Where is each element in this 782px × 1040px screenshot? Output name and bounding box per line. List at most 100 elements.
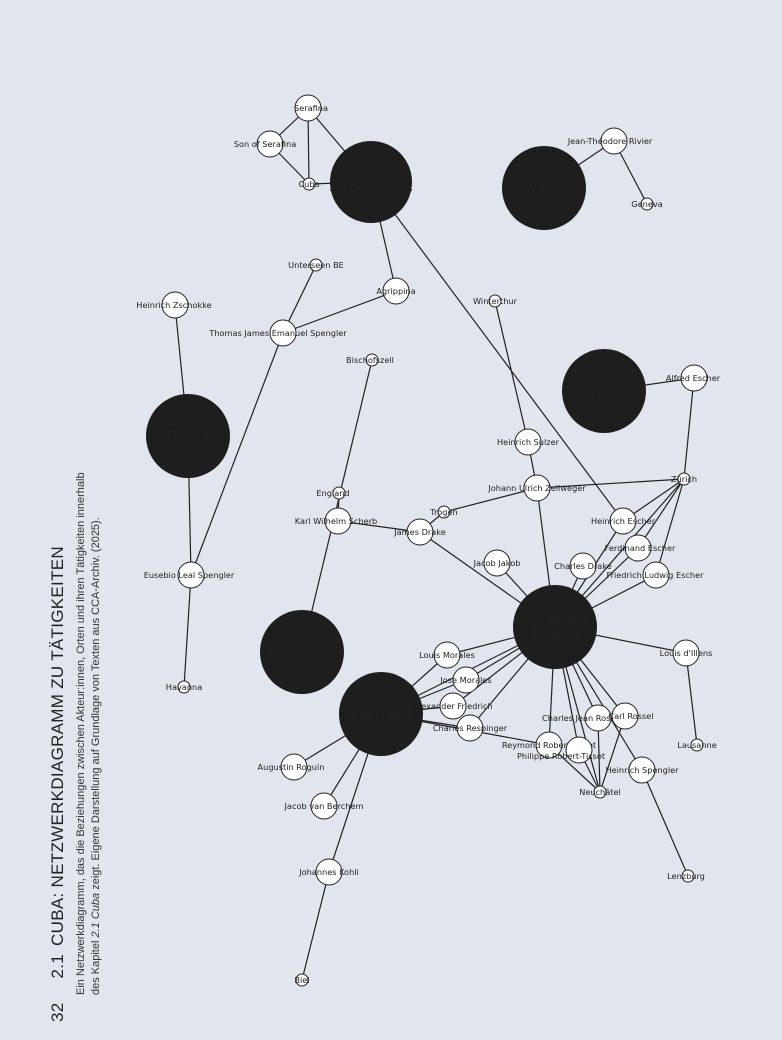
node-circle: [433, 641, 461, 669]
node-havanna: Havanna: [166, 680, 202, 694]
node-label: Unterseen BE: [288, 260, 344, 270]
node-circle: [256, 130, 284, 158]
node-circle: [624, 534, 652, 562]
node-circle: [565, 736, 593, 764]
hub-circle: [502, 146, 586, 230]
node-circle: [439, 692, 467, 720]
node-label: Reymond Robert-Tissot: [502, 740, 597, 750]
node-label: Winterthur: [473, 296, 518, 306]
node-circle: [523, 474, 551, 502]
node-alex-friedrich: Alexander Friedrich: [413, 692, 493, 720]
edge-kohli-bie: [301, 871, 330, 981]
node-circle: [593, 785, 607, 799]
node-label: England: [316, 488, 349, 498]
node-label: Johannes Kohli: [298, 867, 359, 877]
node-label: Neuchâtel: [579, 787, 621, 797]
node-circle: [456, 714, 484, 742]
node-label: Biel: [294, 975, 309, 985]
node-circle: [677, 472, 691, 486]
hub-circle: [260, 610, 344, 694]
node-heinrich-sulzer: Heinrich Sulzer: [497, 428, 560, 456]
node-circle: [280, 753, 308, 781]
hub-label: Enslaved People: [332, 171, 410, 182]
edge-enslaved-heinrich_escher: [370, 181, 624, 522]
node-label: Geneva: [631, 199, 662, 209]
hub-circle: [146, 394, 230, 478]
node-circle: [681, 869, 695, 883]
node-circle: [672, 639, 700, 667]
edge-zurich-friedrich_escher: [655, 478, 685, 576]
edge-bischofszell-manufacturer: [301, 359, 373, 653]
edge-heinrich_spengler-lenzburg: [641, 769, 689, 877]
node-label: Lausanne: [677, 740, 716, 750]
node-circle: [628, 756, 656, 784]
node-label: Agrippina: [376, 286, 415, 296]
node-label: Thomas James Emanuel Spengler: [208, 328, 347, 338]
hub-label: and Descendants: [330, 183, 413, 194]
node-circle: [535, 731, 563, 759]
node-alfred-escher: Alfred Escher: [666, 364, 721, 392]
node-label: Louis d'Illens: [660, 648, 713, 658]
node-zellweger: Johann Ulrich Zellweger: [487, 474, 586, 502]
node-jacob-jakob: Jacob Jakob: [473, 549, 520, 577]
node-circle: [295, 973, 309, 987]
hub-label: Plantation: [522, 612, 588, 627]
edge-louis_dillens-lausanne: [685, 652, 698, 746]
node-label: Son of Serafina: [234, 139, 296, 149]
node-england: England: [316, 486, 350, 500]
node-label: Augustin Roguin: [258, 762, 325, 772]
node-neuchatel: Neuchâtel: [579, 785, 621, 799]
node-circle: [437, 505, 451, 519]
node-circle: [269, 319, 297, 347]
node-cuba: Cuba: [298, 177, 320, 191]
node-label: Zürich: [671, 474, 697, 484]
node-agrippina: Agrippina: [376, 277, 416, 305]
node-trogen: Trogen: [429, 505, 458, 519]
node-circle: [514, 428, 542, 456]
node-circle: [365, 353, 379, 367]
hub-circle: [562, 349, 646, 433]
edge-zurich-zellweger: [536, 478, 685, 489]
node-louis-dillens: Louis d'Illens: [660, 639, 713, 667]
node-label: Jose Morales: [439, 675, 491, 685]
node-label: Ferdinand Escher: [605, 543, 676, 553]
node-label: James Drake: [393, 527, 446, 537]
hub-merchant: Merchant: [339, 672, 423, 756]
node-circle: [600, 127, 628, 155]
node-circle: [680, 364, 708, 392]
node-bie: Biel: [294, 973, 310, 987]
node-geneva: Geneva: [631, 197, 663, 211]
node-label: Friedrich Ludwig Escher: [606, 570, 704, 580]
node-circle: [177, 561, 205, 589]
edge-eusebio-havanna: [183, 574, 192, 688]
edge-alfred_escher-zurich: [683, 377, 695, 480]
edge-spengler_te-eusebio: [190, 332, 284, 576]
hub-label: Merchant: [351, 708, 412, 723]
edge-winterthur-heinrich_sulzer: [494, 300, 529, 443]
node-label: Heinrich Escher: [591, 516, 656, 526]
node-circle: [584, 704, 612, 732]
hub-circle: [339, 672, 423, 756]
edge-scherb-james_drake: [337, 520, 421, 533]
node-circle: [452, 666, 480, 694]
hub-label: Investor: [518, 182, 572, 197]
node-louis-morales: Louis Morales: [419, 641, 475, 669]
node-heinrich-escher: Heinrich Escher: [591, 507, 656, 535]
hub-label: Manufacturer: [269, 648, 337, 659]
node-circle: [483, 549, 511, 577]
node-circle: [309, 258, 323, 272]
node-heinrich-spengler: Heinrich Spengler: [605, 756, 679, 784]
node-circle: [382, 277, 410, 305]
node-lenzburg: Lenzburg: [667, 869, 705, 883]
node-circle: [642, 561, 670, 589]
node-circle: [640, 197, 654, 211]
node-philippe-tissot: Philippe Robert-Tissot: [517, 736, 606, 764]
node-label: Johann Ulrich Zellweger: [487, 483, 586, 493]
node-circle: [302, 177, 316, 191]
edge-agrippina-spengler_te: [282, 290, 397, 334]
node-label: Bischofszell: [346, 355, 394, 365]
